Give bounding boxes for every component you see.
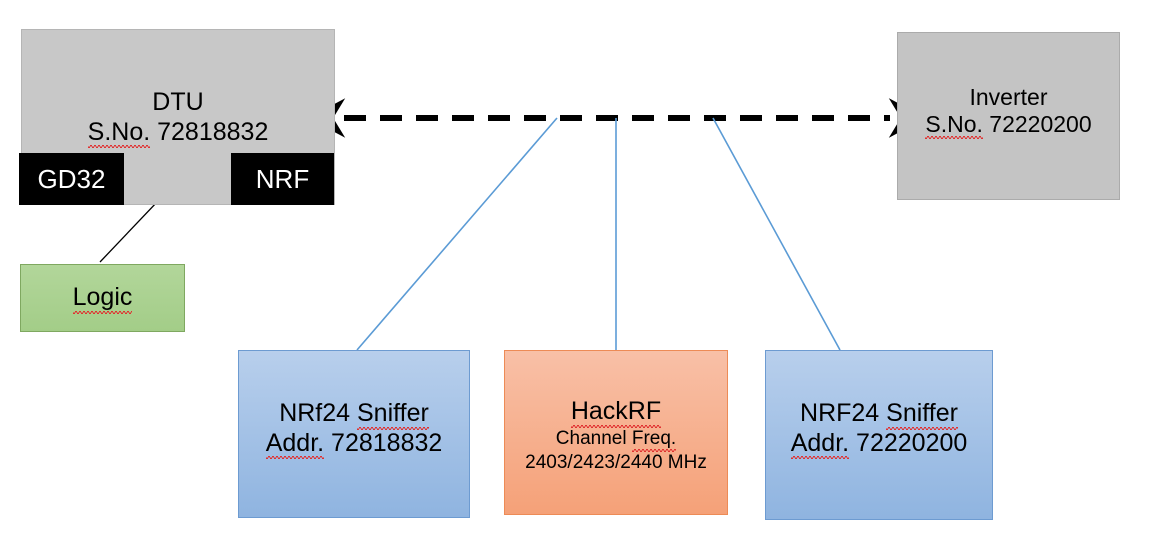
sniffer-left-node[interactable]: NRf24 Sniffer Addr. 72818832	[238, 350, 470, 518]
sniffer-right-addr-prefix: Addr.	[790, 428, 850, 459]
logic-node[interactable]: Logic	[20, 264, 185, 332]
sniffer-left-title: NRf24 Sniffer	[279, 399, 429, 429]
hackrf-channel-label: Channel Freq.	[556, 427, 677, 452]
hackrf-node[interactable]: HackRF Channel Freq. 2403/2423/2440 MHz	[504, 350, 728, 515]
sniffer-right-addr-line: Addr. 72220200	[790, 428, 968, 459]
sniffer-left-addr-value: 72818832	[331, 428, 443, 457]
inverter-serial-line: S.No. 72220200	[925, 111, 1092, 140]
hackrf-title: HackRF	[570, 397, 662, 427]
logic-label: Logic	[72, 283, 133, 314]
inverter-node[interactable]: Inverter S.No. 72220200	[897, 32, 1120, 200]
dtu-serial-prefix: S.No.	[87, 117, 151, 148]
sniffer-right-node[interactable]: NRF24 Sniffer Addr. 72220200	[765, 350, 993, 520]
sniffer-tap-lines	[356, 117, 841, 351]
sniffer-right-title: NRF24 Sniffer	[800, 399, 958, 429]
dtu-title: DTU	[152, 88, 204, 116]
sniffer-right-addr-value: 72220200	[856, 428, 968, 457]
inverter-serial-value: 72220200	[989, 111, 1092, 138]
sniffer-left-addr-line: Addr. 72818832	[265, 428, 443, 459]
nrf-chip[interactable]: NRF	[231, 153, 334, 205]
inverter-serial-prefix: S.No.	[925, 111, 983, 140]
dtu-serial-line: S.No. 72818832	[87, 117, 269, 148]
gd32-label: GD32	[37, 163, 106, 194]
nrf-label: NRF	[255, 163, 310, 194]
gd32-chip[interactable]: GD32	[19, 153, 124, 205]
hackrf-frequencies: 2403/2423/2440 MHz	[525, 452, 707, 474]
inverter-title: Inverter	[969, 84, 1048, 110]
sniffer-left-addr-prefix: Addr.	[265, 428, 325, 459]
dtu-serial-value: 72818832	[157, 117, 269, 146]
